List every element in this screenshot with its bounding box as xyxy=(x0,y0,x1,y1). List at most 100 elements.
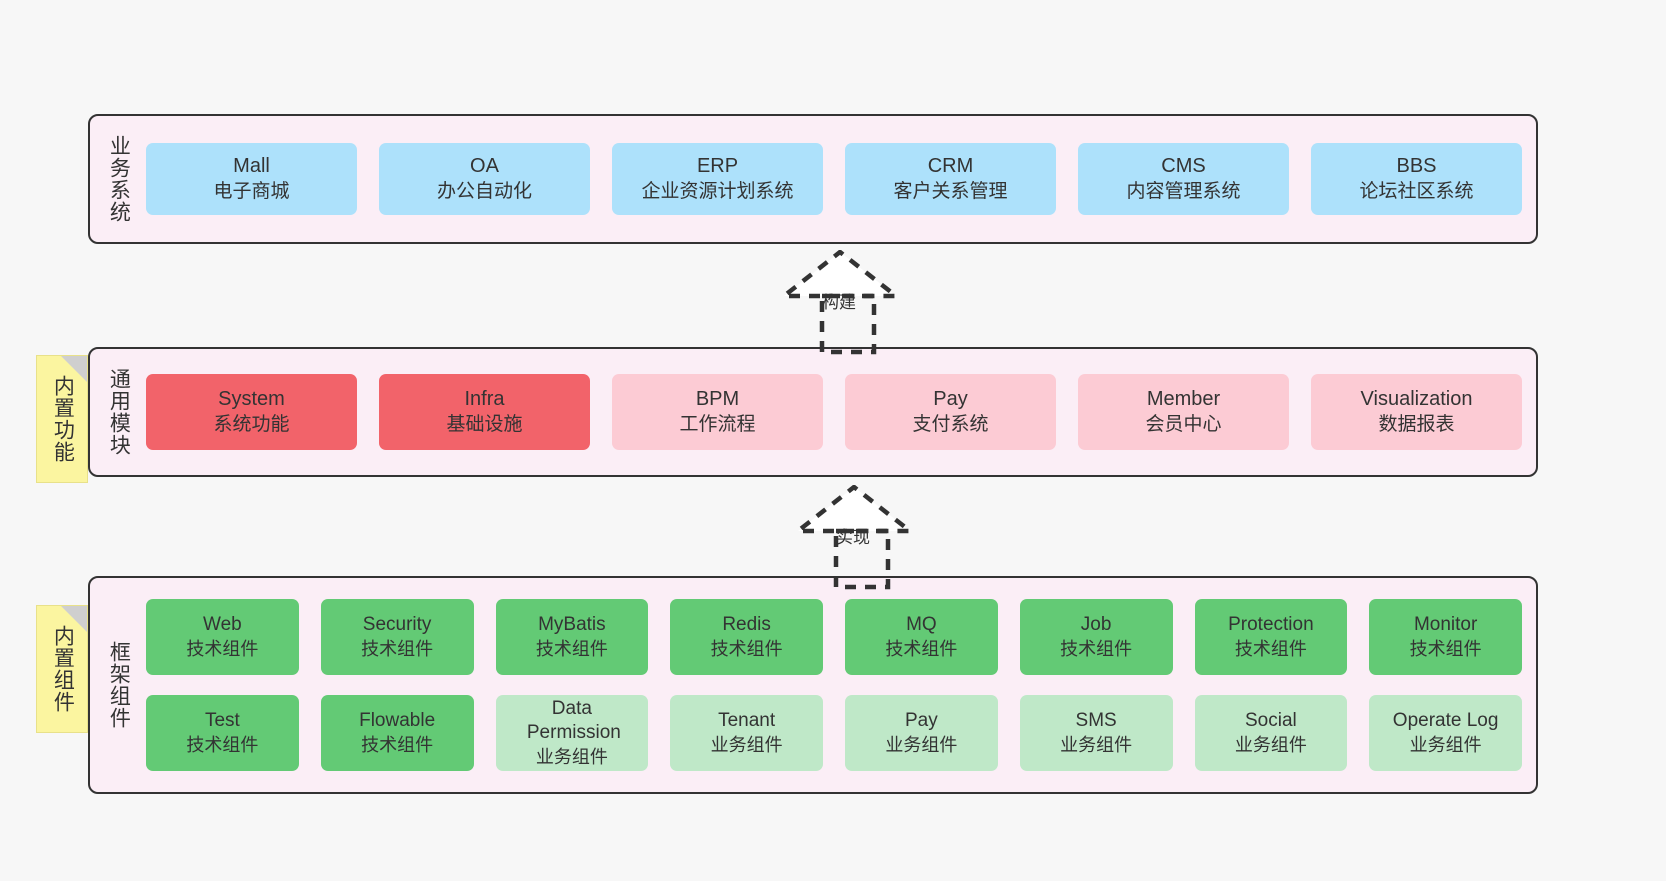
node-tenant[interactable]: Tenant 业务组件 xyxy=(670,695,823,771)
node-subtitle: 技术组件 xyxy=(885,638,958,659)
node-subtitle: 会员中心 xyxy=(1145,413,1222,435)
node-subtitle: 技术组件 xyxy=(1234,638,1307,659)
node-title: Infra xyxy=(464,388,505,411)
node-subtitle: 支付系统 xyxy=(912,413,989,435)
node-subtitle: 内容管理系统 xyxy=(1126,180,1241,202)
node-subtitle: 业务组件 xyxy=(885,734,958,755)
node-subtitle: 数据报表 xyxy=(1378,413,1455,435)
layer-body-business-system: Mall 电子商城 OA 办公自动化 ERP 企业资源计划系统 CRM 客户关系… xyxy=(146,116,1536,242)
node-title: MQ xyxy=(906,614,937,636)
node-subtitle: 业务组件 xyxy=(1234,734,1307,755)
node-title: MyBatis xyxy=(538,614,606,636)
layer-framework-component: 框架组件 Web 技术组件 Security 技术组件 MyBatis 技术组件… xyxy=(88,576,1538,794)
node-visualization[interactable]: Visualization 数据报表 xyxy=(1311,374,1522,450)
connector-build-label: 构建 xyxy=(822,293,856,312)
node-title: BBS xyxy=(1396,155,1437,178)
node-cms[interactable]: CMS 内容管理系统 xyxy=(1078,143,1289,215)
node-title: BPM xyxy=(695,388,740,411)
node-title: Visualization xyxy=(1360,388,1473,411)
node-protection[interactable]: Protection 技术组件 xyxy=(1194,599,1348,675)
note-fold-corner-icon xyxy=(61,606,87,632)
node-subtitle: 论坛社区系统 xyxy=(1359,180,1474,202)
node-member[interactable]: Member 会员中心 xyxy=(1078,374,1289,450)
node-subtitle: 企业资源计划系统 xyxy=(641,180,794,202)
node-mall[interactable]: Mall 电子商城 xyxy=(146,143,357,215)
connector-implement-label: 实现 xyxy=(836,528,870,547)
node-subtitle: 业务组件 xyxy=(1409,734,1482,755)
node-title: Security xyxy=(362,614,432,636)
node-sms[interactable]: SMS 业务组件 xyxy=(1019,695,1173,771)
connector-build-arrow xyxy=(777,249,903,355)
node-operate-log[interactable]: Operate Log 业务组件 xyxy=(1369,695,1522,771)
node-title: Protection xyxy=(1228,614,1314,636)
node-subtitle: 系统功能 xyxy=(213,413,290,435)
node-pay[interactable]: Pay 支付系统 xyxy=(845,374,1056,450)
node-title: Pay xyxy=(933,388,968,411)
node-title: Web xyxy=(203,614,242,636)
node-row: Mall 电子商城 OA 办公自动化 ERP 企业资源计划系统 CRM 客户关系… xyxy=(146,143,1522,215)
note-label: 内置组件 xyxy=(51,625,75,713)
node-title: System xyxy=(218,388,285,411)
node-social[interactable]: Social 业务组件 xyxy=(1194,695,1348,771)
node-title: CMS xyxy=(1161,155,1206,178)
node-subtitle: 技术组件 xyxy=(361,638,434,659)
node-oa[interactable]: OA 办公自动化 xyxy=(379,143,590,215)
node-title: ERP xyxy=(696,155,739,178)
node-crm[interactable]: CRM 客户关系管理 xyxy=(845,143,1056,215)
note-fold-corner-icon xyxy=(61,356,87,382)
node-data-permission[interactable]: Data Permission 业务组件 xyxy=(495,695,649,771)
node-subtitle: 技术组件 xyxy=(361,734,434,755)
node-bbs[interactable]: BBS 论坛社区系统 xyxy=(1311,143,1522,215)
node-subtitle: 技术组件 xyxy=(186,638,259,659)
node-security[interactable]: Security 技术组件 xyxy=(320,599,474,675)
node-row: System 系统功能 Infra 基础设施 BPM 工作流程 Pay 支付系统… xyxy=(146,374,1522,450)
node-title: Job xyxy=(1080,614,1112,636)
note-builtin-function: 内置功能 xyxy=(36,355,88,483)
node-test[interactable]: Test 技术组件 xyxy=(146,695,299,771)
connector-build: 构建 xyxy=(750,249,930,355)
layer-title-framework-component: 框架组件 xyxy=(107,641,131,729)
node-infra[interactable]: Infra 基础设施 xyxy=(379,374,590,450)
node-bpm[interactable]: BPM 工作流程 xyxy=(612,374,823,450)
node-subtitle: 业务组件 xyxy=(710,734,783,755)
node-title: Operate Log xyxy=(1392,710,1499,732)
node-system[interactable]: System 系统功能 xyxy=(146,374,357,450)
node-job[interactable]: Job 技术组件 xyxy=(1019,599,1173,675)
node-row: Web 技术组件 Security 技术组件 MyBatis 技术组件 Redi… xyxy=(146,599,1522,675)
node-web[interactable]: Web 技术组件 xyxy=(146,599,299,675)
node-subtitle: 技术组件 xyxy=(1060,638,1133,659)
node-title: Tenant xyxy=(718,710,776,732)
node-title: Mall xyxy=(233,155,270,178)
node-mybatis[interactable]: MyBatis 技术组件 xyxy=(495,599,649,675)
layer-business-system: 业务系统 Mall 电子商城 OA 办公自动化 ERP 企业资源计划系统 CRM… xyxy=(88,114,1538,244)
layer-body-common-module: System 系统功能 Infra 基础设施 BPM 工作流程 Pay 支付系统… xyxy=(146,349,1536,475)
node-mq[interactable]: MQ 技术组件 xyxy=(845,599,998,675)
node-title: Pay xyxy=(905,710,938,732)
node-title: OA xyxy=(470,155,499,178)
node-title: CRM xyxy=(927,155,974,178)
node-subtitle: 技术组件 xyxy=(1409,638,1482,659)
node-subtitle: 电子商城 xyxy=(213,180,290,202)
node-subtitle: 业务组件 xyxy=(1060,734,1133,755)
connector-implement-arrow xyxy=(791,484,917,590)
note-builtin-component: 内置组件 xyxy=(36,605,88,733)
node-redis[interactable]: Redis 技术组件 xyxy=(670,599,823,675)
node-subtitle: 技术组件 xyxy=(186,734,259,755)
node-flowable[interactable]: Flowable 技术组件 xyxy=(320,695,474,771)
node-subtitle: 业务组件 xyxy=(535,746,608,767)
node-title: Monitor xyxy=(1413,614,1478,636)
layer-body-framework-component: Web 技术组件 Security 技术组件 MyBatis 技术组件 Redi… xyxy=(146,578,1536,792)
node-title: Redis xyxy=(722,614,771,636)
node-pay-component[interactable]: Pay 业务组件 xyxy=(845,695,998,771)
node-subtitle: 办公自动化 xyxy=(436,180,532,202)
node-title: Test xyxy=(204,710,240,732)
layer-title-business-system: 业务系统 xyxy=(107,135,131,223)
node-subtitle: 客户关系管理 xyxy=(893,180,1008,202)
node-subtitle: 技术组件 xyxy=(710,638,783,659)
note-label: 内置功能 xyxy=(51,375,75,463)
node-subtitle: 技术组件 xyxy=(535,638,608,659)
node-title: Social xyxy=(1245,710,1297,732)
node-erp[interactable]: ERP 企业资源计划系统 xyxy=(612,143,823,215)
node-monitor[interactable]: Monitor 技术组件 xyxy=(1369,599,1522,675)
